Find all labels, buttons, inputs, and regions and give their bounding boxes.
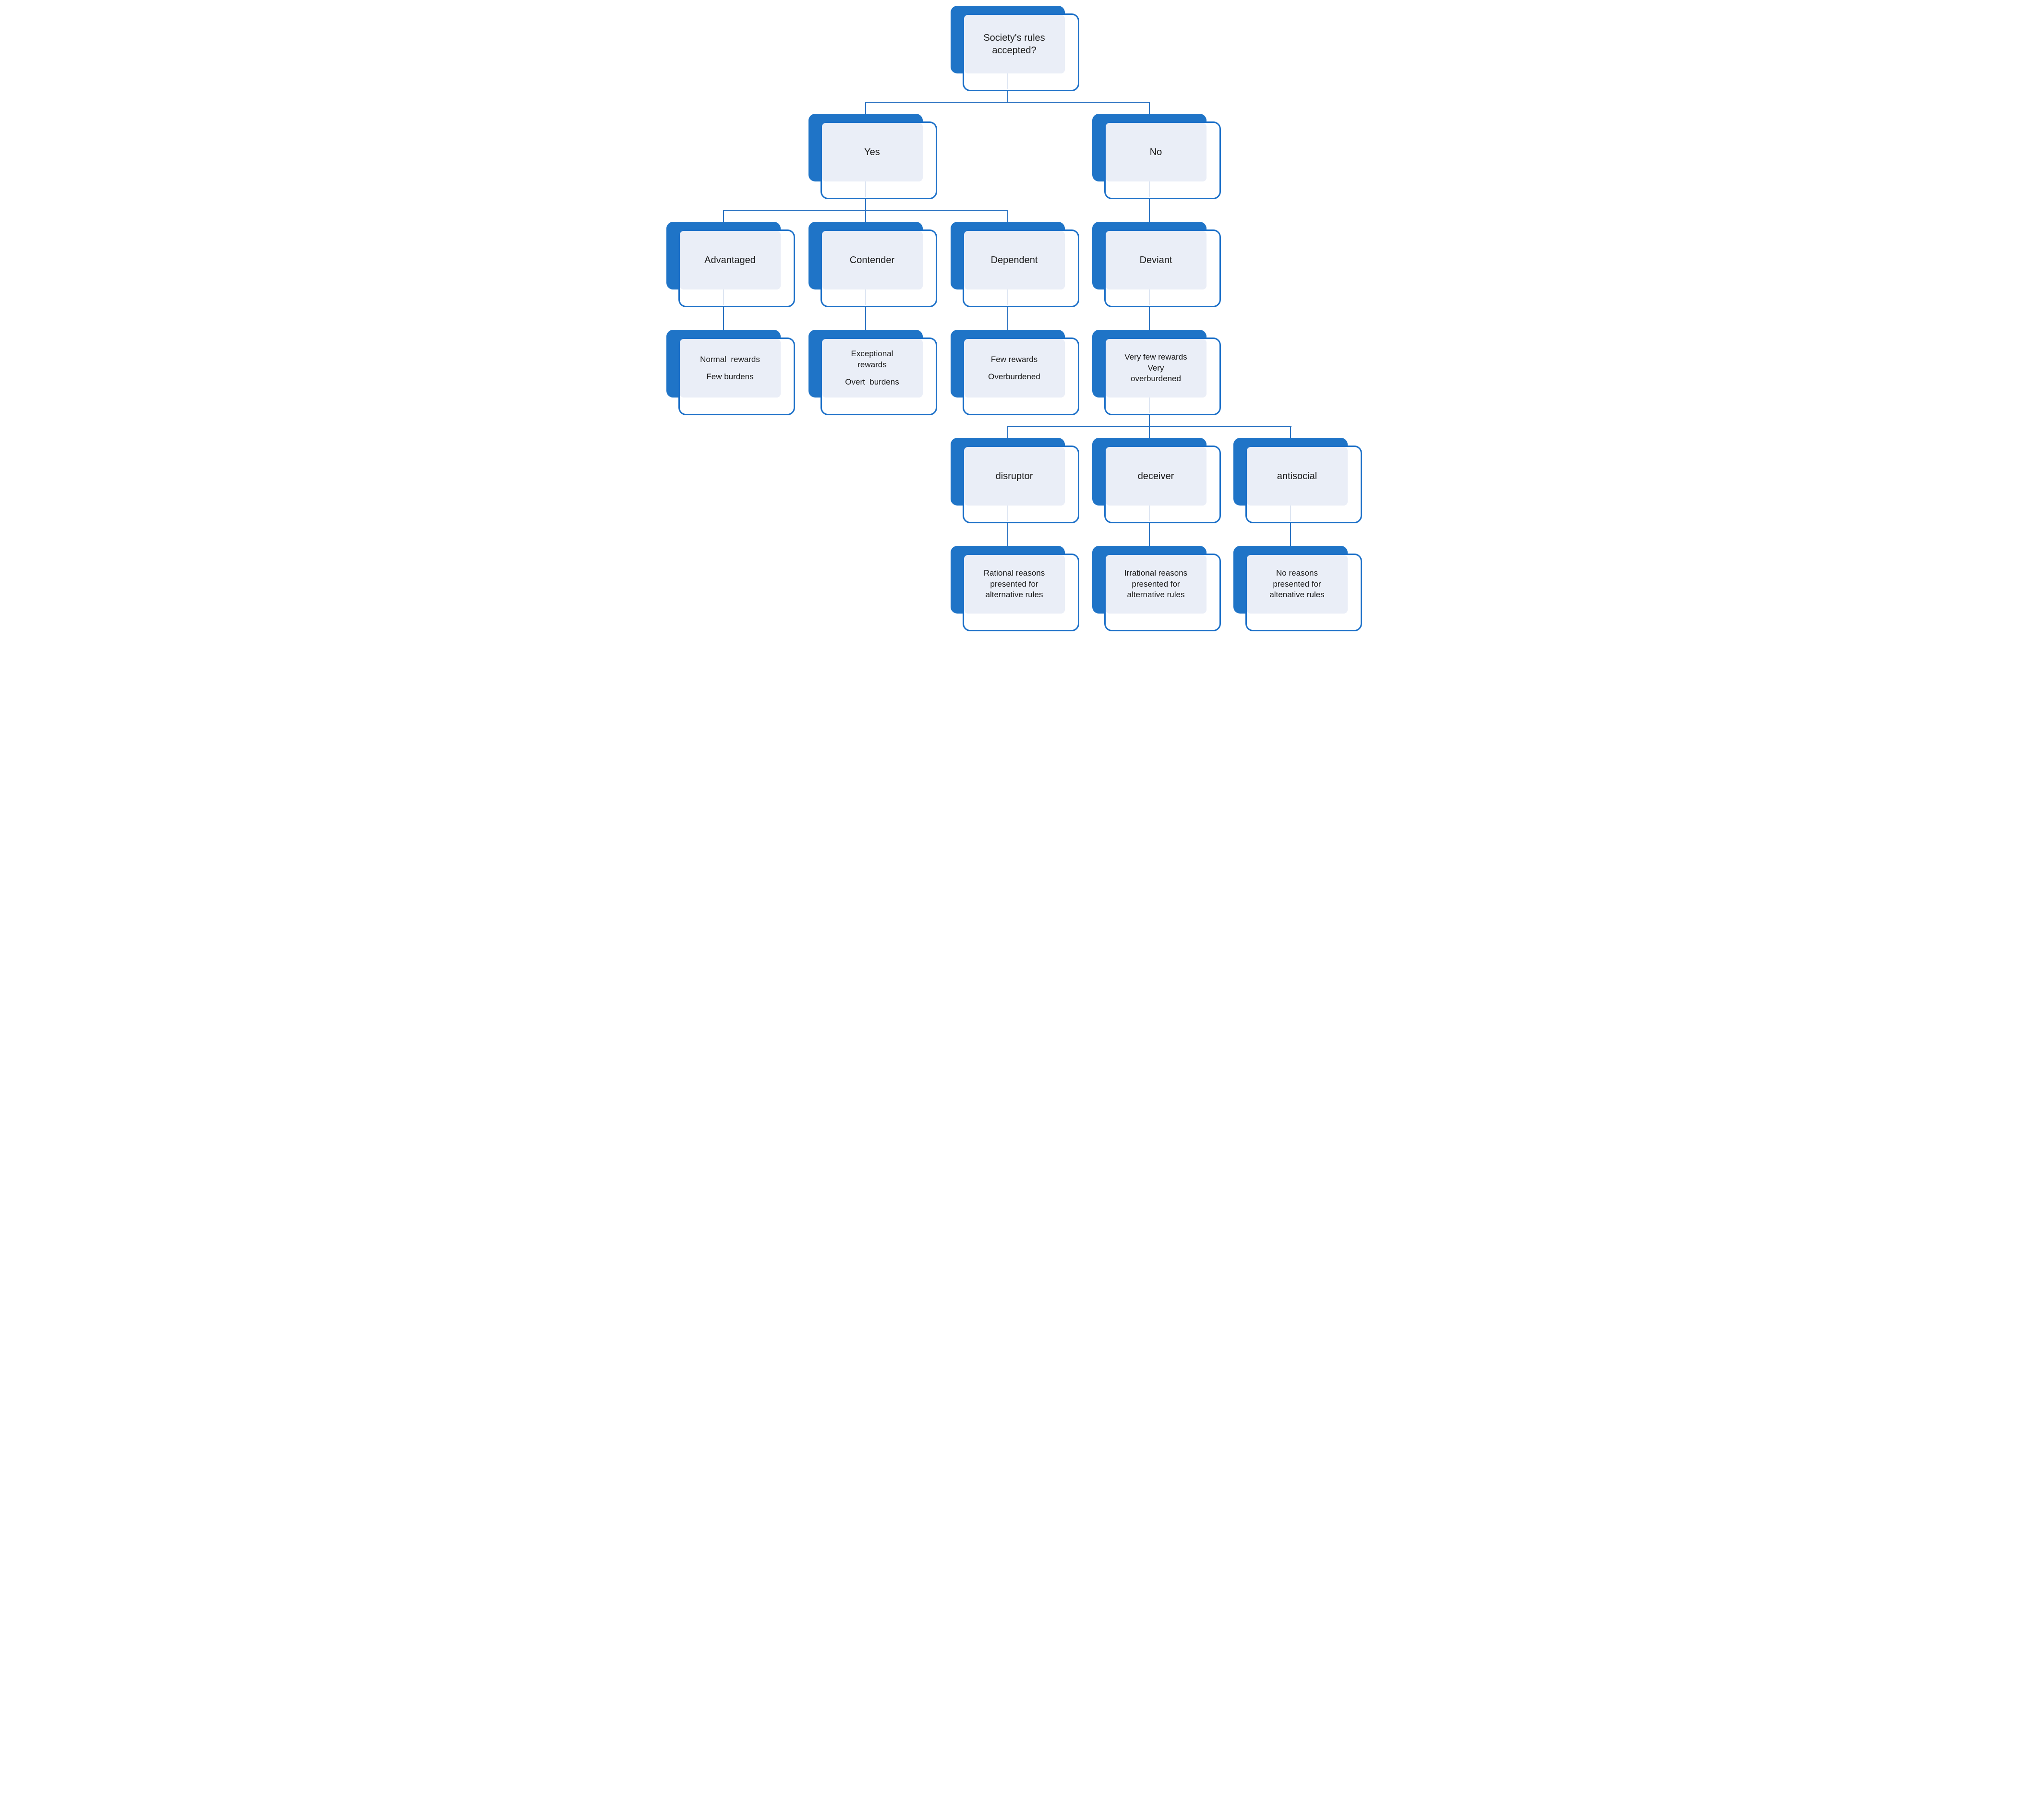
node-dependent-outcome: Few rewards Overburdened (950, 330, 1079, 415)
node-antisocial-outcome: No reasons presented for altenative rule… (1233, 546, 1362, 631)
node-panel: Dependent (964, 231, 1065, 289)
connector-stem (865, 181, 866, 197)
connector-dependent-outcome (1007, 307, 1008, 330)
node-panel: No (1105, 123, 1207, 181)
node-contender: Contender (808, 222, 937, 307)
node-label: Deviant (1139, 255, 1172, 265)
connector-stem (1148, 398, 1150, 413)
node-contender-outcome: Exceptional rewards Overt burdens (808, 330, 937, 415)
connector-drop-contender (865, 210, 866, 222)
connector-drop-yes (865, 102, 866, 114)
connector-stem (1007, 289, 1008, 305)
node-label-line1: Normal rewards (700, 354, 760, 364)
connector-stem (723, 289, 724, 305)
connector-stem (865, 289, 866, 305)
node-dependent: Dependent (950, 222, 1079, 307)
node-panel: deceiver (1105, 447, 1207, 506)
node-panel: No reasons presented for altenative rule… (1246, 555, 1348, 614)
node-panel: Normal rewards Few burdens (679, 339, 781, 398)
node-label: Advantaged (704, 255, 756, 265)
node-label: antisocial (1277, 471, 1317, 482)
node-panel: Irrational reasons presented for alterna… (1105, 555, 1207, 614)
connector-drop-advantaged (723, 210, 724, 222)
connector-drop-deceiver (1148, 426, 1150, 438)
node-yes: Yes (808, 114, 937, 199)
connector-stem (1007, 506, 1008, 521)
node-label-line1: Few rewards (990, 354, 1038, 364)
node-deviant: Deviant (1092, 222, 1221, 307)
connector-stem (1290, 506, 1291, 521)
node-antisocial: antisocial (1233, 438, 1362, 523)
connector-deceiver-outcome (1148, 523, 1150, 546)
connector-drop-no (1148, 102, 1150, 114)
node-label: No reasons presented for altenative rule… (1269, 568, 1325, 600)
connector-stem (1148, 289, 1150, 305)
node-label-line2: Overburdened (988, 372, 1040, 381)
node-label: Rational reasons presented for alternati… (983, 568, 1045, 600)
node-panel: Contender (821, 231, 923, 289)
node-society-rules: Society's rules accepted? (950, 6, 1079, 91)
node-panel: antisocial (1246, 447, 1348, 506)
connector-deviant-stub (1148, 415, 1150, 427)
connector-contender-outcome (865, 307, 866, 330)
node-label-line1: Exceptional rewards (851, 349, 893, 370)
node-panel: Society's rules accepted? (964, 15, 1065, 73)
node-deceiver: deceiver (1092, 438, 1221, 523)
node-label: disruptor (995, 471, 1033, 482)
node-label-line2: Overt burdens (845, 377, 899, 386)
connector-antisocial-outcome (1290, 523, 1291, 546)
node-label: Yes (864, 147, 880, 157)
node-disruptor: disruptor (950, 438, 1079, 523)
node-label-line1: Very few rewards (1124, 352, 1187, 362)
connector-drop-dependent (1007, 210, 1008, 222)
node-panel: Rational reasons presented for alternati… (964, 555, 1065, 614)
node-panel: disruptor (964, 447, 1065, 506)
node-label-line2: Few burdens (706, 372, 754, 381)
node-advantaged: Advantaged (666, 222, 795, 307)
node-panel: Deviant (1105, 231, 1207, 289)
node-panel: Exceptional rewards Overt burdens (821, 339, 923, 398)
node-advantaged-outcome: Normal rewards Few burdens (666, 330, 795, 415)
node-label: No (1149, 147, 1162, 157)
node-panel: Few rewards Overburdened (964, 339, 1065, 398)
connector-stem (1148, 181, 1150, 197)
connector-bus-yes-no (865, 102, 1150, 103)
node-label: deceiver (1137, 471, 1174, 482)
node-no: No (1092, 114, 1221, 199)
node-label: Dependent (990, 255, 1038, 265)
connector-no-to-deviant (1148, 199, 1150, 222)
connector-root-stub (1007, 91, 1008, 103)
connector-drop-disruptor (1007, 426, 1008, 438)
node-label: Irrational reasons presented for alterna… (1124, 568, 1188, 600)
node-panel: Yes (821, 123, 923, 181)
node-label: Society's rules accepted? (983, 33, 1045, 56)
connector-drop-antisocial (1290, 426, 1291, 438)
node-panel: Advantaged (679, 231, 781, 289)
node-panel: Very few rewards Very overburdened (1105, 339, 1207, 398)
connector-advantaged-outcome (723, 307, 724, 330)
decision-tree-diagram: Society's rules accepted? Yes No Advanta… (659, 0, 1368, 637)
node-label-line2: Very overburdened (1131, 363, 1181, 384)
connector-stem (1148, 506, 1150, 521)
node-deceiver-outcome: Irrational reasons presented for alterna… (1092, 546, 1221, 631)
connector-disruptor-outcome (1007, 523, 1008, 546)
node-deviant-outcome: Very few rewards Very overburdened (1092, 330, 1221, 415)
connector-deviant-outcome (1148, 307, 1150, 330)
connector-yes-stub (865, 199, 866, 211)
node-disruptor-outcome: Rational reasons presented for alternati… (950, 546, 1079, 631)
connector-stem (1007, 73, 1008, 89)
node-label: Contender (849, 255, 895, 265)
